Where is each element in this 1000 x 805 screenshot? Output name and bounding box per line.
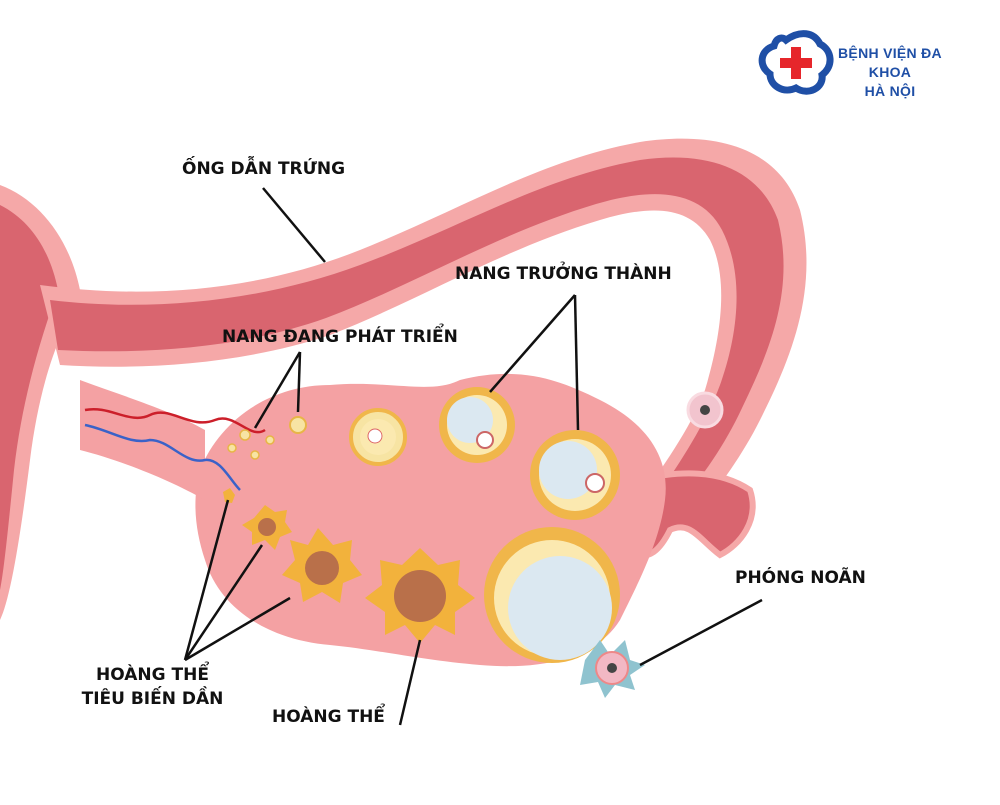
label-degenerating-corpus: HOÀNG THỂ TIÊU BIẾN DẦN <box>70 663 235 711</box>
artery <box>84 407 266 434</box>
pointer-lines <box>183 187 763 726</box>
rupturing-follicle <box>484 527 620 663</box>
mature-follicle-1 <box>439 387 515 463</box>
egg-in-tube <box>686 391 724 429</box>
hospital-name-line2: HÀ NỘI <box>864 83 916 99</box>
label-degenerating-corpus-line1: HOÀNG THỂ <box>96 665 209 685</box>
vein <box>84 423 241 491</box>
developing-follicles <box>227 416 307 460</box>
label-corpus-luteum: HOÀNG THỂ <box>272 707 385 727</box>
hospital-logo-icon <box>758 30 834 95</box>
label-fallopian-tube: ỐNG DẪN TRỨNG <box>182 159 346 179</box>
mature-follicle-2 <box>530 430 620 520</box>
hospital-name-line1: BỆNH VIỆN ĐA KHOA <box>838 45 942 80</box>
fallopian-tube-inner <box>50 157 784 500</box>
uterus-cavity <box>0 205 58 590</box>
label-mature-follicle: NANG TRƯỞNG THÀNH <box>455 264 672 284</box>
medium-follicle <box>349 408 407 466</box>
label-degenerating-corpus-line2: TIÊU BIẾN DẦN <box>81 689 224 709</box>
label-developing-follicle: NANG ĐANG PHÁT TRIỂN <box>222 327 458 347</box>
hospital-name: BỆNH VIỆN ĐA KHOA HÀ NỘI <box>830 44 950 101</box>
released-egg <box>580 640 645 698</box>
corpus-luteum-medium <box>282 528 362 603</box>
label-ovulation: PHÓNG NOÃN <box>735 568 866 588</box>
corpus-luteum-large <box>365 548 475 643</box>
degenerating-corpus <box>223 488 292 550</box>
